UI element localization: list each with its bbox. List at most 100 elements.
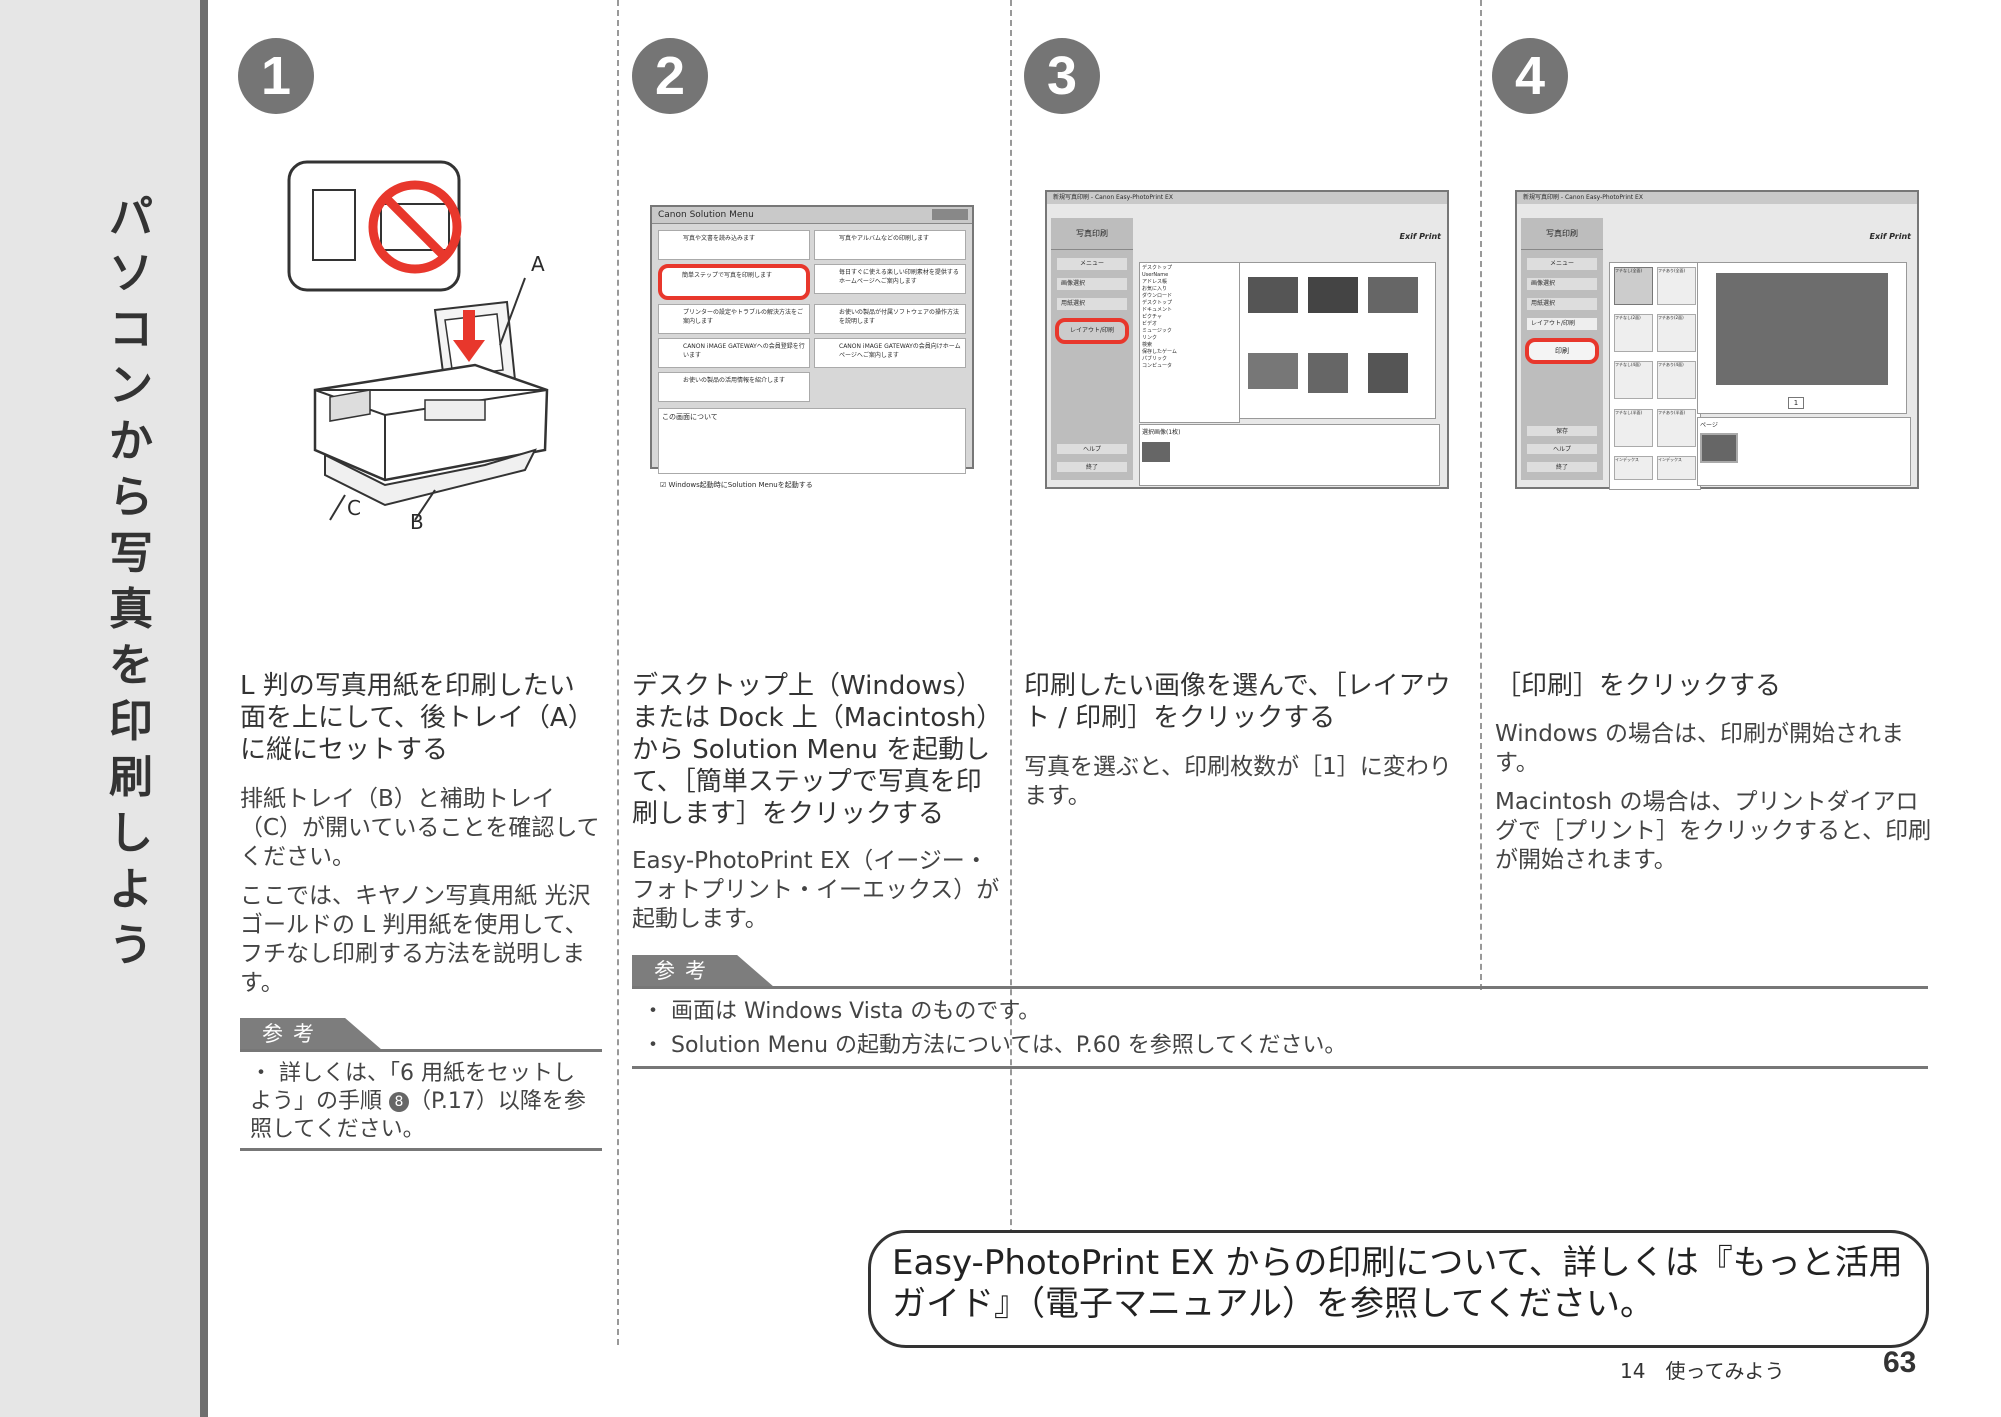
tree-item: 検索 — [1142, 342, 1153, 348]
step-1-body: 排紙トレイ（B）と補助トレイ（C）が開いていることを確認してください。 ここでは… — [240, 785, 600, 1008]
photo-thumbnail[interactable] — [1368, 277, 1418, 313]
tree-item: コンピュータ — [1142, 363, 1173, 369]
photo-thumbnail[interactable] — [1248, 277, 1298, 313]
step-number-3: 3 — [1024, 38, 1100, 114]
layout-option[interactable]: フチあり(4面) — [1657, 361, 1696, 400]
photo-thumbnail[interactable] — [1368, 353, 1408, 393]
footer-section: 14 使ってみよう — [1620, 1359, 1785, 1383]
step-3-body: 写真を選ぶと、印刷枚数が［1］に変わります。 — [1024, 753, 1454, 821]
about-screen-panel: この画面について — [658, 408, 966, 474]
photo-thumbnail[interactable] — [1248, 353, 1298, 389]
reference-tab: 参考 — [240, 1018, 382, 1050]
print-button[interactable]: 印刷 — [1525, 338, 1599, 364]
photo-print-window-layout: 新規写真印刷 - Canon Easy-PhotoPrint EX 写真印刷 メ… — [1515, 190, 1919, 490]
layout-option[interactable]: インデックス — [1614, 455, 1653, 480]
print-preview: 1 — [1697, 262, 1907, 414]
sidebar-head: 写真印刷 — [1521, 218, 1603, 250]
select-image-step[interactable]: 画像選択 — [1057, 278, 1127, 290]
exit-button[interactable]: 終了 — [1057, 462, 1127, 472]
menu-step[interactable]: メニュー — [1527, 258, 1597, 270]
save-button[interactable]: 保存 — [1527, 426, 1597, 436]
layout-print-step[interactable]: レイアウト/印刷 — [1527, 318, 1597, 330]
layout-print-button[interactable]: レイアウト/印刷 — [1055, 318, 1129, 344]
tree-item: ミュージック — [1142, 328, 1172, 334]
photo-thumbnail[interactable] — [1308, 277, 1358, 313]
tree-item: ダウンロード — [1142, 293, 1173, 299]
menu-item[interactable]: CANON iMAGE GATEWAYの会員向けホームページへご案内します — [814, 338, 966, 368]
reference-text-start: ・ 詳しくは、「6 用紙をセットしよう」の手順 — [250, 1061, 575, 1114]
step-1-paragraph: 排紙トレイ（B）と補助トレイ（C）が開いていることを確認してください。 — [240, 786, 600, 870]
reference-rule — [240, 1049, 602, 1052]
folder-tree[interactable]: デスクトップ UserName アドレス帳 お気に入り ダウンロード デスクトッ… — [1139, 262, 1240, 423]
reference-line: ・ Solution Menu の起動方法については、P.60 を参照してくださ… — [642, 1033, 1347, 1058]
exit-button[interactable]: 終了 — [1527, 462, 1597, 472]
layout-option[interactable]: フチなし(4面) — [1614, 361, 1653, 400]
menu-item[interactable]: 毎日すぐに使える楽しい印刷素材を提供するホームページへご案内します — [814, 264, 966, 294]
step-1-reference-text: ・ 詳しくは、「6 用紙をセットしよう」の手順 8（P.17）以降を参照してくだ… — [250, 1060, 595, 1144]
tree-item: ビデオ — [1142, 321, 1158, 327]
startup-checkbox[interactable]: ☑ Windows起動時にSolution Menuを起動する — [660, 481, 813, 489]
step-1-paragraph: ここでは、キヤノン写真用紙 光沢ゴールドの L 判用紙を使用して、フチなし印刷す… — [240, 883, 591, 996]
tree-item: リンク — [1142, 335, 1158, 341]
menu-item[interactable]: お使いの製品の活用情報を紹介します — [658, 372, 810, 402]
photo-thumbnail[interactable] — [1308, 353, 1348, 393]
help-button[interactable]: ヘルプ — [1057, 444, 1127, 454]
easy-photo-print-menu-item[interactable]: 簡単ステップで写真を印刷します — [658, 264, 810, 300]
tree-item: デスクトップ — [1142, 265, 1173, 271]
step-number-1: 1 — [238, 38, 314, 114]
step-sidebar: 写真印刷 メニュー 画像選択 用紙選択 レイアウト/印刷 ヘルプ 終了 — [1051, 218, 1133, 480]
page-strip: ページ — [1697, 417, 1911, 486]
menu-item[interactable]: CANON iMAGE GATEWAYへの会員登録を行います — [658, 338, 810, 368]
step-2-heading: デスクトップ上（Windows）または Dock 上（Macintosh）から … — [632, 671, 991, 829]
column-divider — [1480, 0, 1482, 990]
help-button[interactable]: ヘルプ — [1527, 444, 1597, 454]
page-number[interactable]: 1 — [1788, 397, 1804, 409]
exif-print-logo: Exif Print — [1869, 232, 1911, 241]
layout-list[interactable]: フチなし(全面) フチあり(全面) フチなし(2面) フチあり(2面) フチなし… — [1609, 262, 1701, 490]
reference-rule — [632, 986, 1928, 989]
window-title: Canon Solution Menu — [658, 210, 754, 220]
step-4-body: Windows の場合は、印刷が開始されます。 Macintosh の場合は、プ… — [1495, 720, 1935, 885]
menu-item[interactable]: 写真や文書を読み込みます — [658, 230, 810, 260]
note-box — [868, 1230, 1929, 1348]
label-a: A — [531, 252, 545, 276]
layout-option[interactable]: フチあり(半面) — [1657, 408, 1696, 447]
layout-option[interactable]: フチあり(全面) — [1657, 267, 1696, 305]
page-thumbnail[interactable] — [1700, 433, 1738, 463]
paper-select-step[interactable]: 用紙選択 — [1527, 298, 1597, 310]
paper-select-step[interactable]: 用紙選択 — [1057, 298, 1127, 310]
select-image-step[interactable]: 画像選択 — [1527, 278, 1597, 290]
layout-option[interactable]: フチなし(全面) — [1614, 267, 1653, 305]
step-4-heading: ［印刷］をクリックする — [1495, 671, 1782, 701]
window-controls-icon — [932, 209, 968, 220]
step-3-heading: 印刷したい画像を選んで、［レイアウト / 印刷］をクリックする — [1024, 671, 1451, 733]
photo-print-window-select: 新規写真印刷 - Canon Easy-PhotoPrint EX 写真印刷 メ… — [1045, 190, 1449, 489]
step-4-paragraph: Macintosh の場合は、プリントダイアログで［プリント］をクリックすると、… — [1495, 789, 1932, 873]
step-3-paragraph: 写真を選ぶと、印刷枚数が［1］に変わります。 — [1024, 754, 1452, 809]
selected-images-panel: 選択画像(1枚) — [1139, 424, 1440, 486]
tree-item: 保存したゲーム — [1142, 349, 1177, 355]
step-number-2: 2 — [632, 38, 708, 114]
layout-option[interactable]: フチなし(2面) — [1614, 314, 1653, 353]
menu-item[interactable]: 写真やアルバムなどの印刷します — [814, 230, 966, 260]
page-label: ページ — [1700, 422, 1718, 429]
layout-option[interactable]: フチなし(半面) — [1614, 408, 1653, 447]
layout-option[interactable]: インデックス — [1657, 455, 1696, 480]
menu-item[interactable]: プリンターの設定やトラブルの解決方法をご案内します — [658, 304, 810, 334]
note-text: Easy-PhotoPrint EX からの印刷について、詳しくは『もっと活用ガ… — [892, 1243, 1903, 1324]
column-divider — [617, 0, 619, 1345]
step-sidebar: 写真印刷 メニュー 画像選択 用紙選択 レイアウト/印刷 印刷 保存 ヘルプ 終… — [1521, 218, 1603, 480]
tree-item: UserName — [1142, 272, 1169, 278]
reference-rule — [632, 1066, 1928, 1069]
step-number-4: 4 — [1492, 38, 1568, 114]
tree-item: アドレス帳 — [1142, 279, 1168, 285]
preview-photo — [1716, 273, 1888, 385]
printer-illustration: A C B — [285, 160, 565, 540]
step-number-ref-icon: 8 — [389, 1092, 409, 1112]
page-number: 63 — [1883, 1346, 1917, 1379]
menu-step[interactable]: メニュー — [1057, 258, 1127, 270]
selected-thumbnail[interactable] — [1142, 442, 1170, 462]
reference-tab: 参考 — [632, 955, 774, 987]
layout-option[interactable]: フチあり(2面) — [1657, 314, 1696, 353]
menu-item[interactable]: お使いの製品が付属ソフトウェアの操作方法を説明します — [814, 304, 966, 334]
